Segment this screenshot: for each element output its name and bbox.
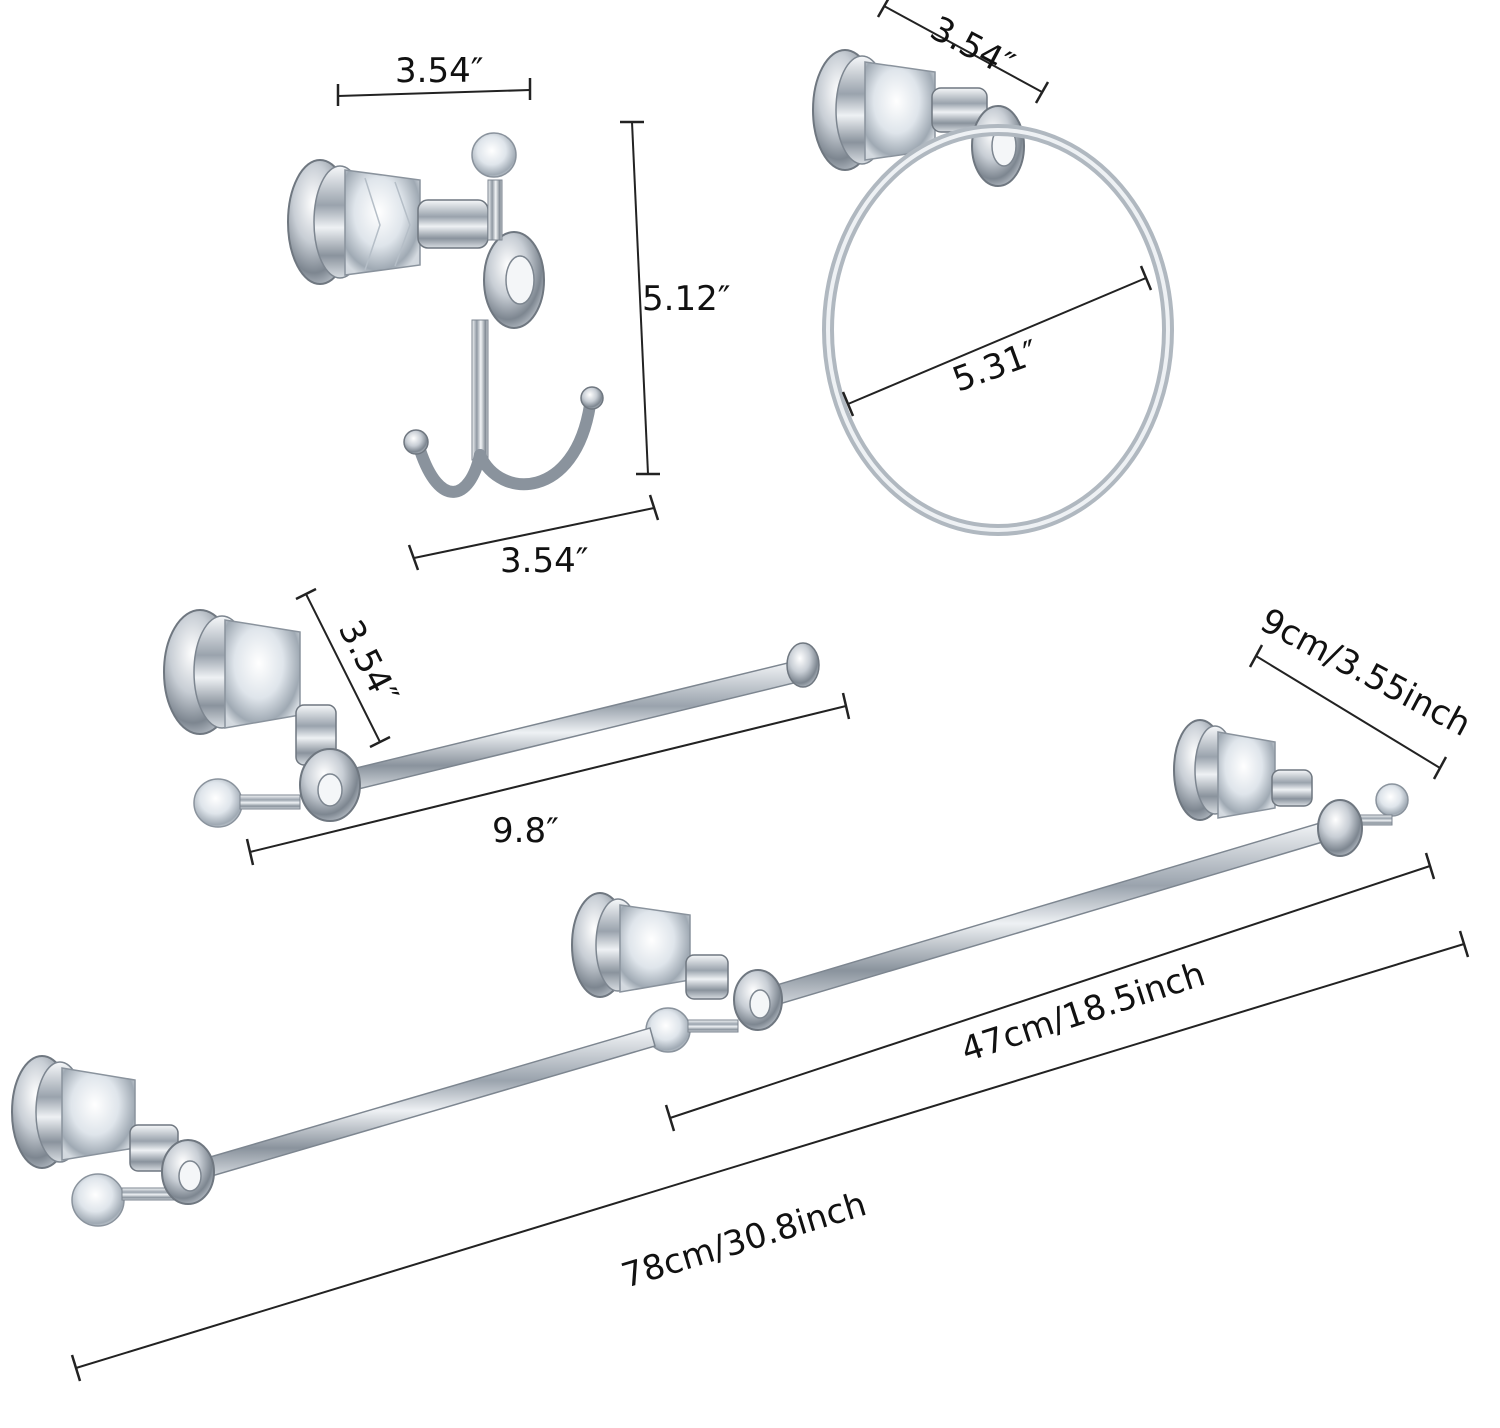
short-bar-length-label: 47cm/18.5inch (956, 954, 1209, 1070)
paper-holder-depth-label: 3.54″ (330, 614, 406, 711)
toilet-paper-holder (163, 609, 820, 828)
hook-width-top-label: 3.54″ (395, 51, 483, 91)
towel-bar-long (11, 1027, 656, 1227)
robe-hook (287, 132, 604, 498)
dimension-lines (70, 0, 1470, 1382)
towel-bar-short (571, 719, 1409, 1053)
long-bar-length-label: 78cm/30.8inch (617, 1184, 871, 1296)
paper-holder-length-label: 9.8″ (492, 811, 559, 851)
towel-ring (812, 49, 1174, 536)
hook-width-bottom-label: 3.54″ (500, 541, 588, 581)
ring-depth-label: 3.54″ (924, 9, 1021, 86)
ring-diameter-label: 5.31″ (947, 333, 1044, 401)
hook-height-label: 5.12″ (642, 279, 730, 319)
